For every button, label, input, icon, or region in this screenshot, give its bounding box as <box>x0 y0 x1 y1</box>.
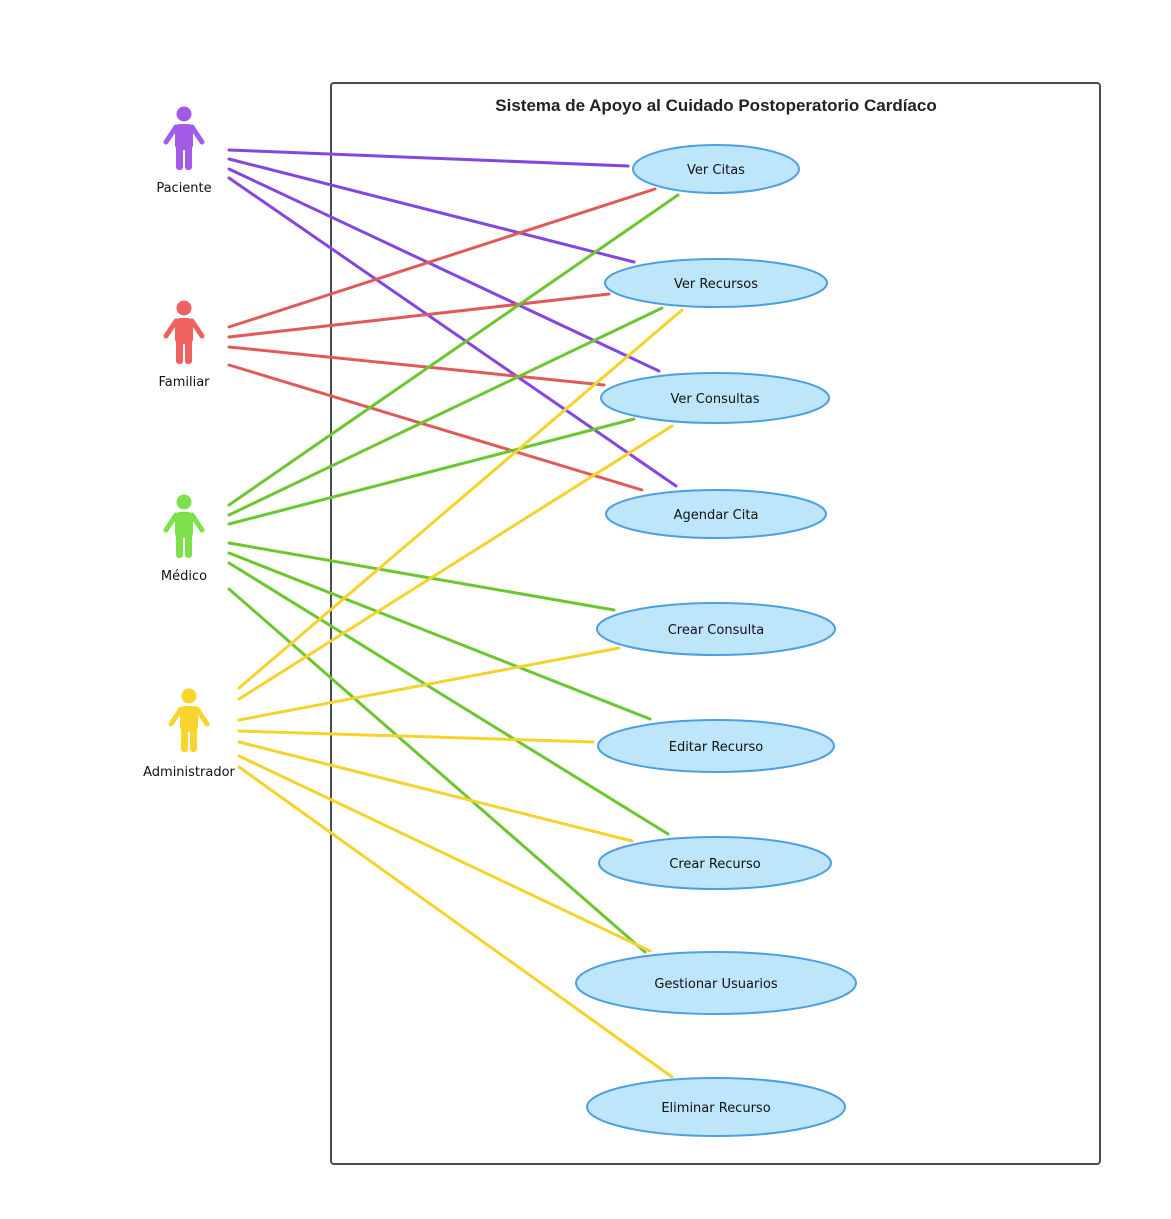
actor-label: Médico <box>161 569 207 584</box>
use-case-label: Ver Citas <box>687 163 745 178</box>
use-case-label: Eliminar Recurso <box>661 1101 770 1116</box>
use-case-crear-recurso[interactable]: Crear Recurso <box>598 836 832 890</box>
association-medico-crear-recurso <box>227 561 670 836</box>
use-case-gestionar-usuarios[interactable]: Gestionar Usuarios <box>575 951 857 1015</box>
system-boundary <box>330 82 1101 1165</box>
use-case-agendar-cita[interactable]: Agendar Cita <box>605 489 827 539</box>
use-case-ellipse <box>596 602 836 656</box>
use-case-ellipse <box>586 1077 846 1137</box>
use-case-label: Crear Recurso <box>669 857 761 872</box>
use-case-editar-recurso[interactable]: Editar Recurso <box>597 719 835 773</box>
use-case-ellipse <box>575 951 857 1015</box>
actor-familiar[interactable]: Familiar <box>158 300 210 391</box>
association-medico-ver-consultas <box>227 417 636 526</box>
use-case-label: Editar Recurso <box>669 740 764 755</box>
use-case-ellipse <box>632 144 800 194</box>
association-paciente-ver-citas <box>227 148 630 168</box>
use-case-label: Gestionar Usuarios <box>654 977 778 992</box>
person-icon <box>163 494 205 558</box>
actor-label: Paciente <box>156 181 211 196</box>
person-icon <box>163 106 205 170</box>
association-administrador-editar-recurso <box>237 729 595 744</box>
association-administrador-gestionar-usuarios <box>237 754 652 953</box>
association-administrador-crear-recurso <box>237 740 634 843</box>
actor-administrador[interactable]: Administrador <box>143 688 236 781</box>
use-case-ellipse <box>605 489 827 539</box>
association-paciente-agendar-cita <box>227 176 678 488</box>
association-medico-crear-consulta <box>227 541 616 612</box>
use-case-ver-recursos[interactable]: Ver Recursos <box>604 258 828 308</box>
actor-label: Familiar <box>158 375 210 390</box>
use-case-label: Ver Recursos <box>674 277 758 292</box>
use-case-label: Ver Consultas <box>670 392 759 407</box>
person-icon <box>163 300 205 364</box>
association-administrador-ver-consultas <box>237 424 674 701</box>
use-case-ellipse <box>598 836 832 890</box>
use-case-eliminar-recurso[interactable]: Eliminar Recurso <box>586 1077 846 1137</box>
association-medico-ver-citas <box>227 193 680 507</box>
actor-label: Administrador <box>143 765 235 780</box>
use-case-ellipse <box>604 258 828 308</box>
system-title: Sistema de Apoyo al Cuidado Postoperator… <box>495 96 936 115</box>
use-case-ellipse <box>597 719 835 773</box>
person-icon <box>168 688 210 752</box>
association-medico-ver-recursos <box>227 306 664 517</box>
use-case-crear-consulta[interactable]: Crear Consulta <box>596 602 836 656</box>
association-paciente-ver-recursos <box>227 157 636 264</box>
association-administrador-eliminar-recurso <box>237 765 674 1079</box>
association-familiar-ver-consultas <box>227 345 606 387</box>
association-lines <box>227 148 684 1079</box>
association-medico-gestionar-usuarios <box>227 587 647 954</box>
association-paciente-ver-consultas <box>227 167 661 373</box>
use-case-label: Crear Consulta <box>668 623 765 638</box>
actor-paciente[interactable]: Paciente <box>156 106 212 197</box>
association-medico-editar-recurso <box>227 551 652 721</box>
association-familiar-ver-recursos <box>227 292 611 339</box>
use-case-ellipse <box>600 372 830 424</box>
association-familiar-ver-citas <box>227 187 657 329</box>
use-case-ver-consultas[interactable]: Ver Consultas <box>600 372 830 424</box>
association-administrador-ver-recursos <box>237 308 684 690</box>
use-case-ver-citas[interactable]: Ver Citas <box>632 144 800 194</box>
actor-medico[interactable]: Médico <box>161 494 207 585</box>
use-case-label: Agendar Cita <box>674 508 759 523</box>
association-administrador-crear-consulta <box>237 646 621 722</box>
association-familiar-agendar-cita <box>227 363 644 492</box>
